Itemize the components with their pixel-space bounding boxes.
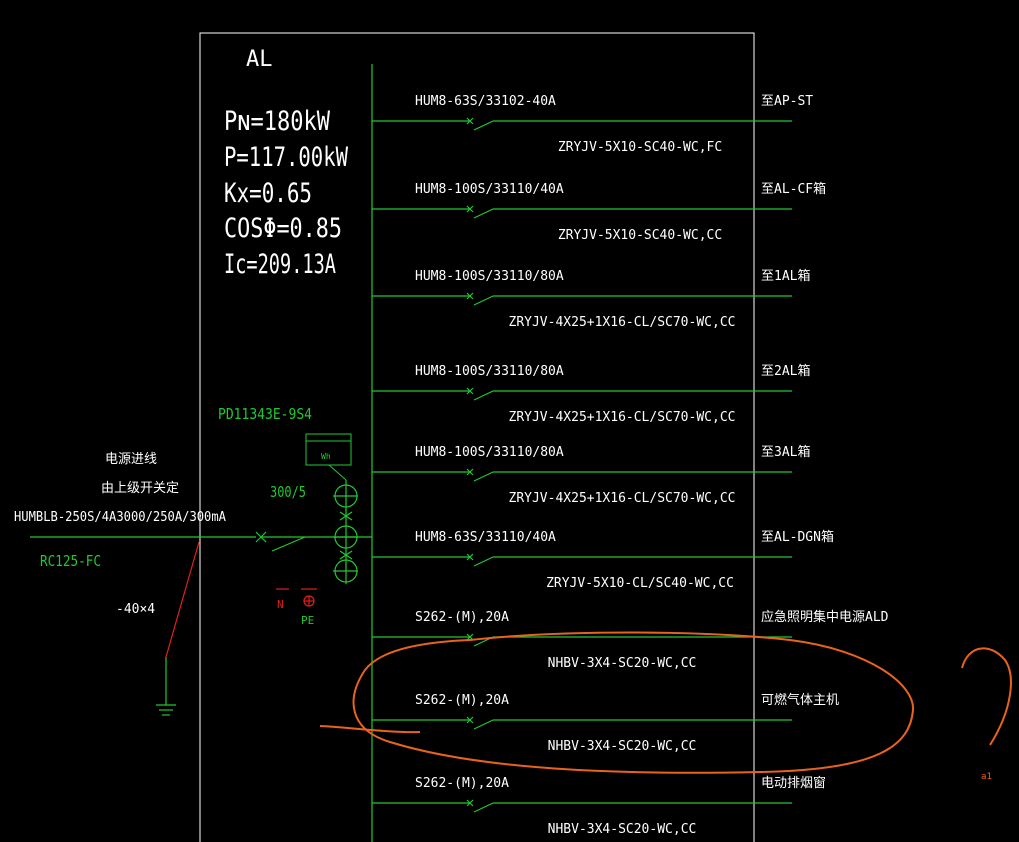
circuit-destination: 至AL-CF箱	[761, 181, 826, 197]
markup-note: a1	[981, 772, 992, 782]
energy-meter	[305, 433, 352, 466]
circuit-row: S262-(M),20A NHBV-3X4-SC20-WC,CC 电动排烟窗	[372, 775, 826, 837]
breaker-blade	[473, 208, 494, 219]
circuit-cable: NHBV-3X4-SC20-WC,CC	[548, 822, 697, 837]
incoming-note: 由上级开关定	[101, 481, 179, 496]
markup-question-icon	[961, 647, 1012, 746]
breaker-cross-icon	[466, 387, 474, 395]
meter-label: Wh	[321, 452, 331, 461]
outgoing-circuits: HUM8-63S/33102-40A ZRYJV-5X10-SC40-WC,FC 至…	[372, 94, 889, 837]
circuit-breaker-model: S262-(M),20A	[415, 693, 509, 708]
panel-frame	[199, 32, 755, 842]
breaker-blade	[473, 390, 494, 401]
incoming-breaker	[255, 531, 372, 552]
circuit-cable: NHBV-3X4-SC20-WC,CC	[548, 739, 697, 754]
breaker-cross-icon	[466, 716, 474, 724]
markup-ellipse	[352, 631, 915, 774]
circuit-breaker-model: HUM8-100S/33110/80A	[415, 364, 564, 379]
power-factor: COSΦ=0.85	[224, 213, 342, 244]
panel-name: AL	[246, 47, 273, 72]
circuit-destination: 应急照明集中电源ALD	[761, 609, 889, 625]
breaker-cross-icon	[466, 633, 474, 641]
incoming-cable: RC125-FC	[40, 552, 101, 570]
circuit-row: HUM8-100S/33110/80A ZRYJV-4X25+1X16-CL/SC…	[372, 363, 810, 425]
breaker-cross-icon	[466, 117, 474, 125]
circuit-breaker-model: HUM8-100S/33110/40A	[415, 182, 564, 197]
breaker-cross-icon	[466, 205, 474, 213]
breaker-blade	[473, 719, 494, 730]
circuit-row: S262-(M),20A NHBV-3X4-SC20-WC,CC 可燃气体主机	[372, 692, 839, 754]
circuit-breaker-model: S262-(M),20A	[415, 610, 509, 625]
circuit-row: HUM8-100S/33110/80A ZRYJV-4X25+1X16-CL/SC…	[372, 268, 810, 330]
incoming-title: 电源进线	[105, 452, 157, 467]
circuit-cable: ZRYJV-4X25+1X16-CL/SC70-WC,CC	[509, 410, 736, 425]
calculated-current: Ic=209.13A	[224, 249, 336, 280]
earth-conductor	[165, 541, 200, 658]
circuit-breaker-model: HUM8-63S/33110/40A	[415, 530, 556, 545]
circuit-breaker-model: HUM8-63S/33102-40A	[415, 94, 556, 109]
breaker-cross-icon	[466, 799, 474, 807]
earth-conductor-size: -40×4	[116, 602, 155, 617]
circuit-destination: 电动排烟窗	[761, 775, 826, 791]
circuit-destination: 至3AL箱	[761, 444, 810, 460]
breaker-cross-icon	[466, 553, 474, 561]
circuit-destination: 至1AL箱	[761, 268, 810, 284]
breaker-blade	[473, 802, 494, 813]
meter-code: PD11343E-9S4	[218, 405, 312, 423]
demand-factor: Kx=0.65	[224, 178, 312, 209]
circuit-row: S262-(M),20A NHBV-3X4-SC20-WC,CC 应急照明集中电源A…	[372, 609, 889, 671]
calculated-power: P=117.00kW	[224, 142, 349, 173]
circuit-breaker-model: S262-(M),20A	[415, 776, 509, 791]
circuit-breaker-model: HUM8-100S/33110/80A	[415, 269, 564, 284]
breaker-blade	[473, 556, 494, 567]
circuit-destination: 至2AL箱	[761, 363, 810, 379]
breaker-blade	[473, 295, 494, 306]
circuit-destination: 至AL-DGN箱	[761, 529, 834, 545]
circuit-breaker-model: HUM8-100S/33110/80A	[415, 445, 564, 460]
ground-icon	[156, 657, 176, 716]
circuit-cable: ZRYJV-5X10-CL/SC40-WC,CC	[546, 576, 734, 591]
incoming-breaker-model: HUMBLB-250S/4A3000/250A/300mA	[14, 510, 226, 525]
breaker-cross-icon	[466, 468, 474, 476]
circuit-row: HUM8-63S/33110/40A ZRYJV-5X10-CL/SC40-WC,…	[372, 529, 834, 591]
circuit-row: HUM8-63S/33102-40A ZRYJV-5X10-SC40-WC,FC 至…	[372, 94, 813, 155]
meter-lead	[328, 464, 347, 481]
breaker-blade	[473, 471, 494, 482]
pe-terminal-icon	[301, 588, 317, 607]
circuit-destination: 至AP-ST	[761, 94, 813, 109]
circuit-cable: ZRYJV-4X25+1X16-CL/SC70-WC,CC	[509, 491, 736, 506]
n-terminal-label: N	[277, 598, 284, 611]
markup-stroke	[319, 725, 421, 734]
circuit-cable: NHBV-3X4-SC20-WC,CC	[548, 656, 697, 671]
breaker-blade	[473, 120, 494, 131]
circuit-cable: ZRYJV-5X10-SC40-WC,CC	[558, 228, 722, 243]
circuit-destination: 可燃气体主机	[761, 692, 839, 708]
circuit-row: HUM8-100S/33110/40A ZRYJV-5X10-SC40-WC,CC…	[372, 181, 826, 243]
circuit-row: HUM8-100S/33110/80A ZRYJV-4X25+1X16-CL/SC…	[372, 444, 810, 506]
breaker-cross-icon	[466, 292, 474, 300]
rated-power: Pɴ=180kW	[224, 106, 331, 137]
circuit-cable: ZRYJV-5X10-SC40-WC,FC	[558, 140, 722, 155]
current-transformers	[333, 480, 358, 584]
circuit-cable: ZRYJV-4X25+1X16-CL/SC70-WC,CC	[509, 315, 736, 330]
pe-terminal-label: PE	[301, 614, 314, 627]
ct-ratio: 300/5	[270, 483, 306, 501]
